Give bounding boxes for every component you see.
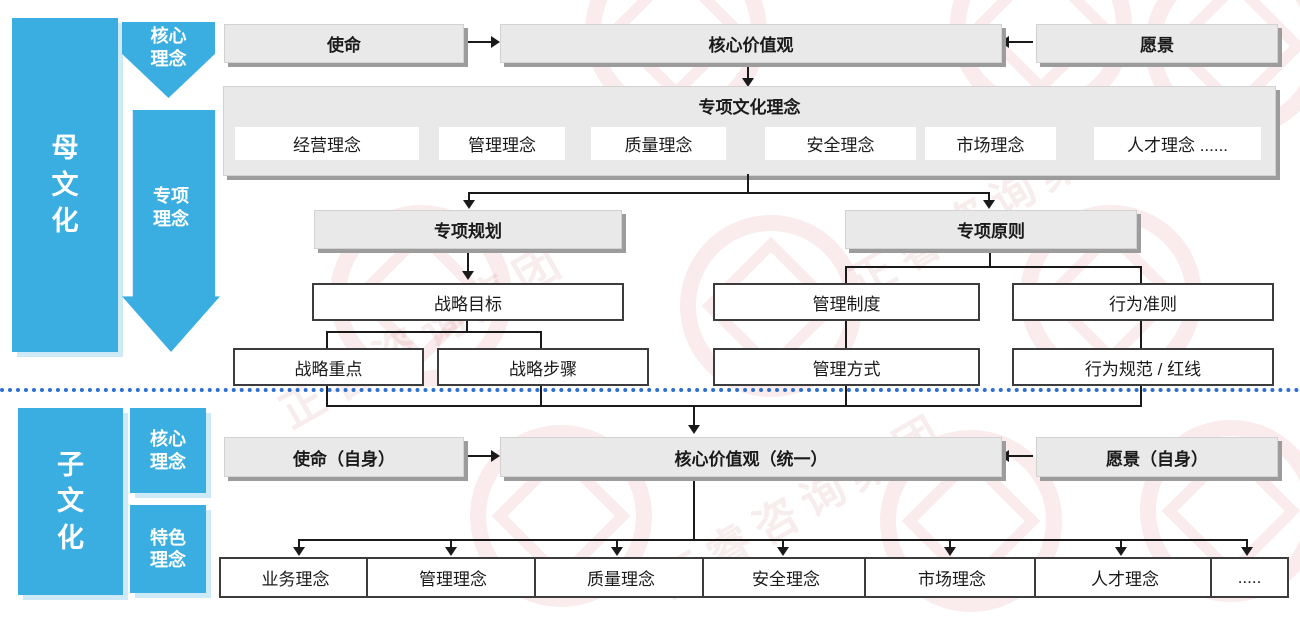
connector-line — [450, 539, 452, 548]
connector-line — [540, 382, 542, 407]
arrowhead-right — [491, 450, 500, 462]
connector-line — [298, 539, 300, 548]
connector-line — [1140, 317, 1142, 348]
strategy-focus-box: 战略重点 — [233, 348, 424, 386]
arrowhead-down — [462, 271, 474, 280]
connector-line — [693, 405, 695, 426]
child-culture-label: 子 文 化 — [57, 449, 84, 553]
arrowhead-left — [1000, 36, 1009, 48]
connector-line — [326, 382, 328, 407]
connector-line — [782, 539, 784, 548]
connector-line — [467, 248, 469, 272]
connector-line — [845, 382, 847, 407]
connector-line — [989, 248, 991, 268]
child-mission-box: 使命（自身） — [224, 437, 464, 477]
mission-box: 使命 — [224, 24, 464, 63]
connector-line — [468, 192, 990, 194]
child-item-box: 质量理念 — [534, 557, 708, 598]
child-item-box: 安全理念 — [702, 557, 870, 598]
vision-box: 愿景 — [1036, 24, 1278, 63]
management-system-box: 管理制度 — [713, 283, 980, 321]
connector-line — [693, 475, 695, 541]
conduct-norms-box: 行为规范 / 红线 — [1012, 348, 1274, 386]
child-item-box: ..... — [1210, 557, 1289, 598]
connector-line — [747, 61, 749, 80]
child-item-box: 业务理念 — [219, 557, 372, 598]
parent-culture-bar: 母 文 化 — [12, 18, 118, 352]
connector-line — [468, 192, 470, 201]
child-core-idea-label: 核心 理念 — [150, 429, 186, 472]
special-item-box: 市场理念 — [925, 127, 1056, 160]
connector-line — [466, 41, 494, 43]
arrowhead-down — [944, 547, 956, 556]
special-item-box: 经营理念 — [235, 127, 419, 160]
connector-line — [1140, 382, 1142, 407]
connector-line — [466, 455, 494, 457]
child-feature-idea-label: 特色 理念 — [150, 527, 186, 571]
child-feature-idea-tile: 特色 理念 — [130, 505, 206, 593]
special-idea-arrow-label: 专项 理念 — [153, 186, 189, 229]
core-idea-arrow-label: 核心 理念 — [150, 26, 187, 69]
connector-line — [1120, 539, 1122, 548]
special-culture-container: 专项文化理念 经营理念 管理理念 质量理念 安全理念 市场理念 人才理念 ...… — [223, 86, 1276, 176]
parent-culture-label: 母 文 化 — [51, 133, 79, 237]
connector-line — [988, 192, 990, 201]
core-values-box: 核心价值观 — [500, 24, 1002, 63]
special-principles-box: 专项原则 — [845, 210, 1137, 249]
connector-line — [845, 317, 847, 348]
arrowhead-down — [445, 547, 457, 556]
management-method-box: 管理方式 — [713, 348, 980, 386]
connector-line — [326, 331, 542, 333]
connector-line — [845, 266, 1142, 268]
connector-line — [949, 539, 951, 548]
section-divider — [0, 388, 1300, 392]
connector-line — [845, 266, 847, 283]
arrowhead-down — [983, 200, 995, 209]
connector-line — [1007, 41, 1033, 43]
connector-line — [747, 174, 749, 193]
arrowhead-down — [463, 200, 475, 209]
core-idea-arrow: 核心 理念 — [122, 22, 215, 98]
child-vision-box: 愿景（自身） — [1036, 437, 1278, 477]
connector-line — [326, 405, 1142, 407]
arrowhead-down — [1115, 547, 1127, 556]
strategy-goal-box: 战略目标 — [312, 283, 624, 321]
child-core-idea-tile: 核心 理念 — [130, 408, 206, 493]
special-item-box: 安全理念 — [765, 127, 916, 160]
child-item-box: 市场理念 — [864, 557, 1040, 598]
connector-line — [616, 539, 618, 548]
arrowhead-down — [611, 547, 623, 556]
connector-line — [326, 331, 328, 348]
arrowhead-left — [1000, 450, 1009, 462]
arrowhead-down — [688, 425, 700, 434]
connector-line — [1246, 539, 1248, 548]
connector-line — [1007, 455, 1033, 457]
special-idea-arrow: 专项 理念 — [122, 110, 220, 352]
connector-line — [298, 539, 1248, 541]
special-item-box: 管理理念 — [439, 127, 565, 160]
connector-line — [540, 331, 542, 348]
connector-line — [466, 317, 468, 333]
child-item-box: 管理理念 — [366, 557, 540, 598]
strategy-steps-box: 战略步骤 — [437, 348, 649, 386]
child-core-values-box: 核心价值观（统一） — [500, 437, 1002, 477]
child-culture-bar: 子 文 化 — [18, 408, 123, 595]
arrowhead-right — [491, 36, 500, 48]
conduct-code-box: 行为准则 — [1012, 283, 1274, 321]
child-item-box: 人才理念 — [1034, 557, 1216, 598]
special-item-box: 质量理念 — [591, 127, 726, 160]
special-culture-title: 专项文化理念 — [698, 98, 801, 117]
special-item-box: 人才理念 ...... — [1094, 127, 1261, 160]
arrowhead-down — [1241, 547, 1253, 556]
special-planning-box: 专项规划 — [314, 210, 622, 249]
arrowhead-down — [293, 547, 305, 556]
connector-line — [1140, 266, 1142, 283]
arrowhead-down — [777, 547, 789, 556]
arrowhead-down — [742, 78, 754, 87]
